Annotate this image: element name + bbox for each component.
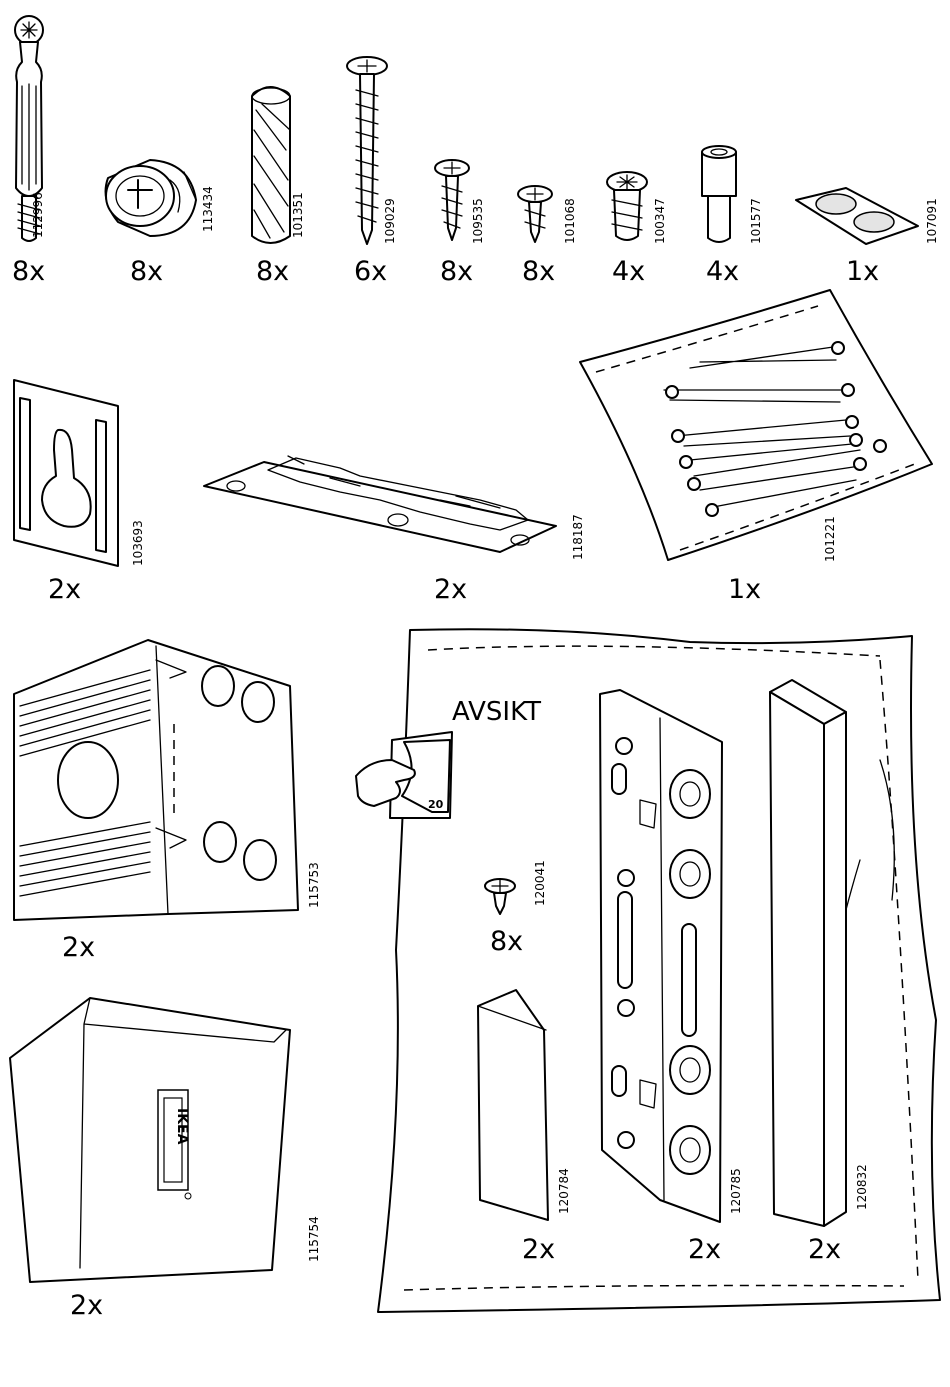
part-code: 120832 <box>855 1164 869 1210</box>
part-code: 109029 <box>383 198 397 244</box>
felt-pads-107091: 107091 1x <box>796 188 939 287</box>
part-code: 100347 <box>653 198 667 244</box>
part-code: 120785 <box>729 1168 743 1214</box>
part-quantity: 2x <box>522 1234 555 1265</box>
ikea-logo: IKEA <box>174 1108 190 1145</box>
part-quantity: 1x <box>846 256 879 287</box>
corner-bracket-115753: 115753 2x <box>14 640 321 963</box>
shelf-pin-101577: 101577 4x <box>702 146 763 287</box>
wooden-dowel-101351: 101351 8x <box>252 87 305 287</box>
part-code: 112996 <box>31 192 45 238</box>
screw-109535: 109535 8x <box>435 160 485 287</box>
cam-lock-113434: 113434 8x <box>106 160 215 287</box>
euro-screw-100347: 100347 4x <box>607 172 667 287</box>
part-code: 115753 <box>307 862 321 908</box>
short-screw-101068: 101068 8x <box>518 186 577 287</box>
part-quantity: 2x <box>48 574 81 605</box>
page-reference-icon: 20 <box>356 732 452 818</box>
avsikt-bag: AVSIKT 20 120041 8x 120784 2x <box>356 629 940 1312</box>
part-quantity: 2x <box>434 574 467 605</box>
part-code: 113434 <box>201 186 215 232</box>
corner-cover-115754: IKEA 115754 2x <box>10 998 321 1321</box>
part-code: 109535 <box>471 198 485 244</box>
part-code: 103693 <box>131 520 145 566</box>
part-code: 101068 <box>563 198 577 244</box>
part-quantity: 2x <box>70 1290 103 1321</box>
part-quantity: 8x <box>130 256 163 287</box>
part-quantity: 1x <box>728 574 761 605</box>
part-code: 115754 <box>307 1216 321 1262</box>
part-code: 120041 <box>533 860 547 906</box>
part-quantity: 8x <box>490 926 523 957</box>
part-quantity: 4x <box>612 256 645 287</box>
part-quantity: 2x <box>688 1234 721 1265</box>
part-quantity: 8x <box>12 256 45 287</box>
part-code: 118187 <box>571 514 585 560</box>
keyhole-plate-103693: 103693 2x <box>14 380 145 605</box>
part-code: 101577 <box>749 198 763 244</box>
page-number: 20 <box>428 798 444 811</box>
part-quantity: 8x <box>256 256 289 287</box>
avsikt-label: AVSIKT <box>452 697 541 727</box>
nail-bag-101221: 101221 1x <box>580 290 932 605</box>
part-quantity: 4x <box>706 256 739 287</box>
part-quantity: 8x <box>522 256 555 287</box>
hanging-rail-118187: 118187 2x <box>204 456 585 605</box>
part-quantity: 6x <box>354 256 387 287</box>
part-code: 107091 <box>925 198 939 244</box>
part-code: 101351 <box>291 192 305 238</box>
long-screw-109029: 109029 6x <box>347 57 397 287</box>
part-code: 101221 <box>823 516 837 562</box>
part-code: 120784 <box>557 1168 571 1214</box>
part-quantity: 8x <box>440 256 473 287</box>
cam-bolt-112996: 112996 8x <box>12 16 45 287</box>
part-quantity: 2x <box>62 932 95 963</box>
part-quantity: 2x <box>808 1234 841 1265</box>
